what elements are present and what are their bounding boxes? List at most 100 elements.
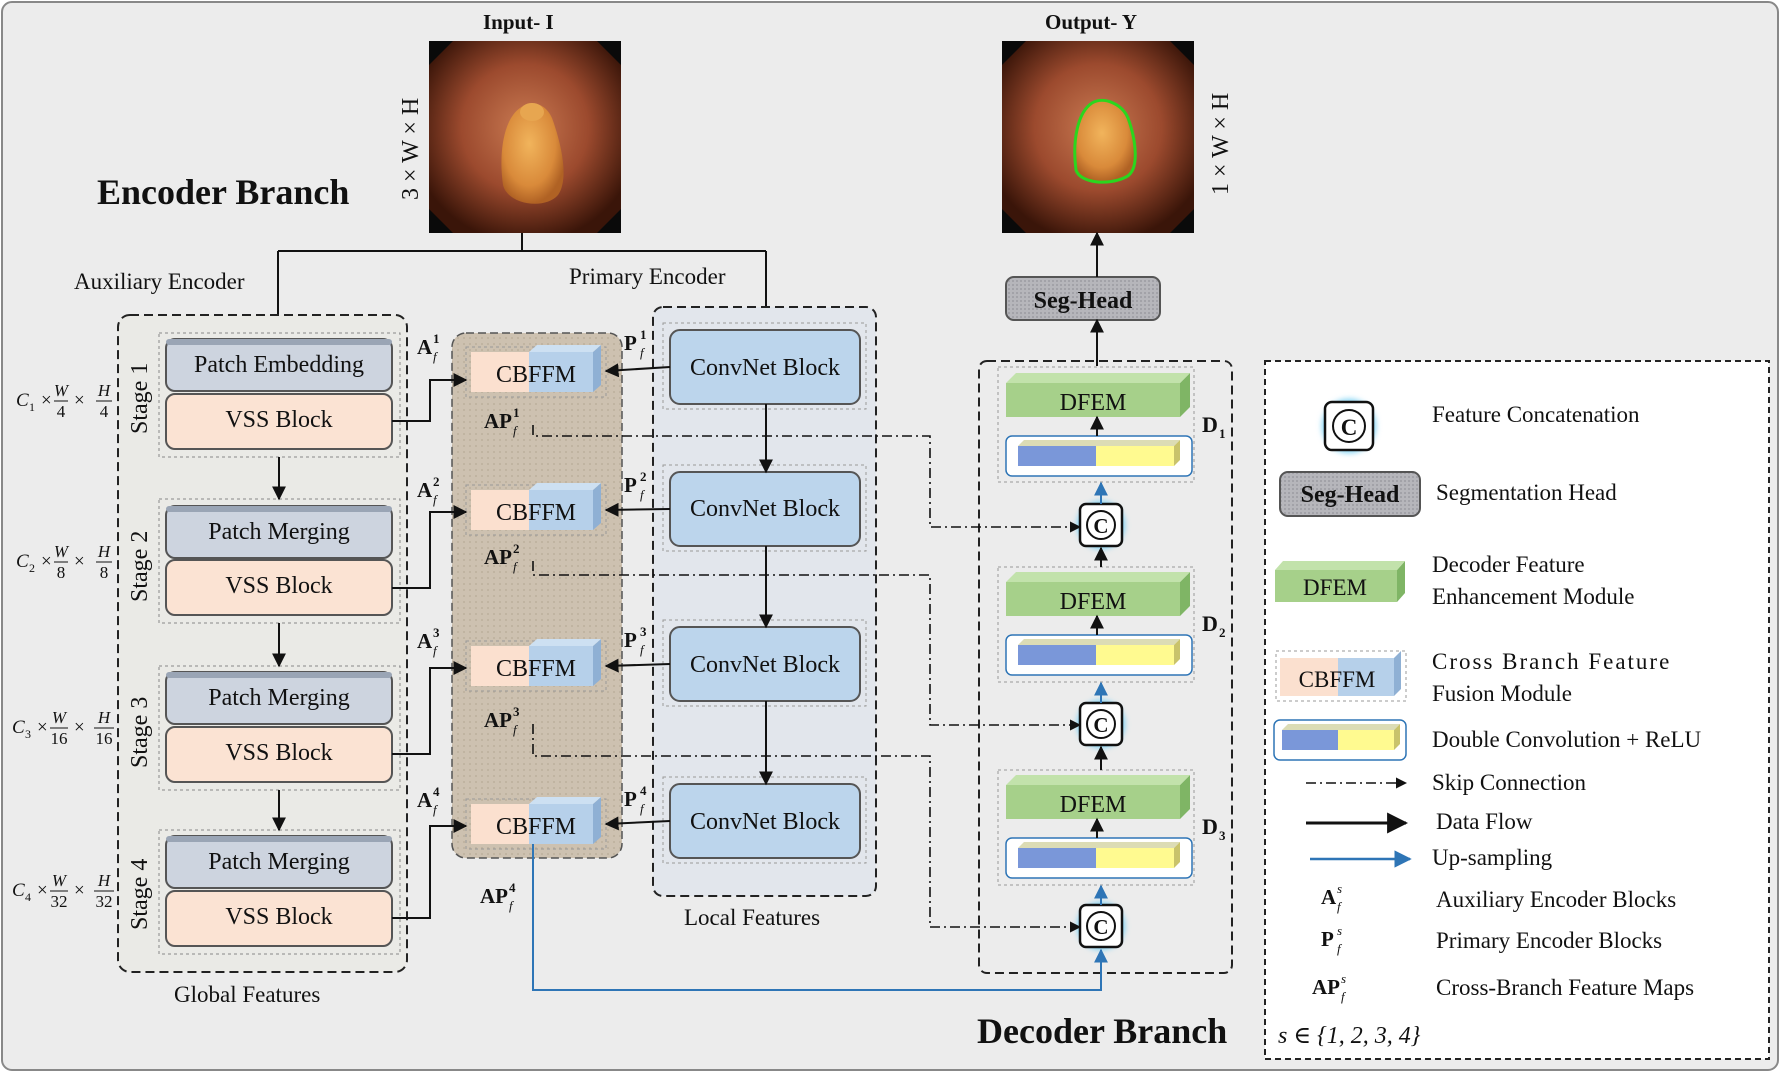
svg-text:C: C bbox=[1341, 415, 1358, 440]
segmentation-contour bbox=[1073, 98, 1137, 184]
svg-text:1: 1 bbox=[29, 400, 35, 414]
svg-text:A: A bbox=[417, 478, 433, 502]
convnet-block-1: ConvNet Block bbox=[662, 322, 867, 410]
svg-text:f: f bbox=[433, 349, 439, 364]
svg-text:8: 8 bbox=[57, 563, 66, 582]
output-image bbox=[1002, 41, 1194, 233]
svg-text:8: 8 bbox=[100, 563, 109, 582]
svg-text:H: H bbox=[97, 708, 112, 727]
svg-text:A: A bbox=[1321, 885, 1337, 909]
stage-3-label: Stage 3 bbox=[127, 697, 153, 768]
svg-text:32: 32 bbox=[96, 892, 113, 911]
convnet-block-2: ConvNet Block bbox=[662, 464, 867, 552]
legend-seg-head-label: Segmentation Head bbox=[1436, 480, 1617, 505]
svg-text:16: 16 bbox=[96, 729, 113, 748]
upsampling-path bbox=[532, 844, 1108, 991]
svg-text:C: C bbox=[12, 717, 25, 738]
svg-text:P: P bbox=[1321, 927, 1334, 951]
cbffm-2: CBFFM bbox=[465, 483, 607, 536]
stage-3-group: Patch Merging VSS Block Stage 3 bbox=[127, 665, 401, 791]
concat-icon: C bbox=[1077, 902, 1125, 950]
skip-connection-3 bbox=[532, 724, 1082, 933]
stage-1-label: Stage 1 bbox=[127, 363, 153, 434]
svg-text:DFEM: DFEM bbox=[1060, 589, 1127, 615]
svg-text:H: H bbox=[97, 871, 112, 890]
auxiliary-encoder-container bbox=[117, 314, 408, 973]
legend-cbffm-symbol: CBFFM bbox=[1275, 650, 1407, 702]
concat-icon: C bbox=[1077, 501, 1125, 549]
svg-text:f: f bbox=[433, 492, 439, 507]
svg-text:f: f bbox=[640, 487, 646, 502]
svg-text:AP: AP bbox=[1312, 975, 1340, 999]
stage-3-top-label: Patch Merging bbox=[208, 685, 350, 711]
svg-text:AP: AP bbox=[484, 545, 512, 569]
decoder-block-1: DFEM bbox=[997, 366, 1195, 483]
svg-text:×: × bbox=[74, 390, 85, 411]
svg-text:A: A bbox=[417, 788, 433, 812]
concat-icon: C bbox=[1077, 700, 1125, 748]
skip-connection-1 bbox=[532, 425, 1082, 533]
svg-text:C: C bbox=[16, 551, 29, 572]
skip-connection-2 bbox=[532, 561, 1082, 731]
svg-text:P: P bbox=[624, 787, 637, 811]
svg-text:2: 2 bbox=[640, 469, 647, 484]
stage-2-label: Stage 2 bbox=[127, 531, 153, 602]
primary-encoder-container bbox=[652, 306, 877, 897]
svg-text:4: 4 bbox=[25, 890, 31, 904]
svg-text:DFEM: DFEM bbox=[1060, 390, 1127, 416]
legend-concat-icon: C bbox=[1322, 399, 1376, 453]
stage-3-vss-label: VSS Block bbox=[225, 740, 332, 766]
legend-concat-label: Feature Concatenation bbox=[1432, 402, 1640, 427]
svg-text:C: C bbox=[1093, 713, 1108, 737]
stage-4-label: Stage 4 bbox=[127, 859, 153, 930]
svg-text:CBFFM: CBFFM bbox=[496, 500, 576, 526]
svg-text:3: 3 bbox=[513, 704, 520, 719]
svg-text:4: 4 bbox=[509, 880, 516, 895]
svg-text:W: W bbox=[54, 381, 70, 400]
svg-text:CBFFM: CBFFM bbox=[496, 656, 576, 682]
cbffm-1: CBFFM bbox=[465, 345, 607, 398]
legend-p-desc: Primary Encoder Blocks bbox=[1436, 928, 1662, 953]
legend-ap-symbol: AP s f bbox=[1312, 971, 1347, 1004]
svg-text:4: 4 bbox=[433, 784, 440, 799]
stage-4-vss-label: VSS Block bbox=[225, 904, 332, 930]
legend-a-desc: Auxiliary Encoder Blocks bbox=[1436, 887, 1676, 912]
legend-cbffm-line1: Cross Branch Feature bbox=[1432, 649, 1671, 674]
svg-text:×: × bbox=[37, 717, 48, 738]
stage-4-group: Patch Merging VSS Block Stage 4 bbox=[127, 829, 401, 955]
svg-text:1: 1 bbox=[1219, 426, 1226, 441]
svg-text:16: 16 bbox=[51, 729, 68, 748]
svg-text:f: f bbox=[513, 722, 519, 737]
auxiliary-encoder-label: Auxiliary Encoder bbox=[74, 269, 245, 294]
d-labels: D 1 D 2 D 3 bbox=[1202, 412, 1226, 843]
svg-text:ConvNet Block: ConvNet Block bbox=[690, 496, 840, 522]
svg-text:AP: AP bbox=[484, 708, 512, 732]
svg-text:f: f bbox=[640, 345, 646, 360]
legend-ap-desc: Cross-Branch Feature Maps bbox=[1436, 975, 1694, 1000]
dim-label-2: C 2 × W 8 × H 8 bbox=[16, 542, 112, 582]
svg-text:s: s bbox=[1341, 971, 1346, 986]
ap-labels: AP 1 f AP 2 f AP 3 f AP 4 f bbox=[480, 405, 520, 913]
svg-text:ConvNet Block: ConvNet Block bbox=[690, 355, 840, 381]
stage-1-top-label: Patch Embedding bbox=[194, 352, 364, 378]
svg-text:CBFFM: CBFFM bbox=[496, 362, 576, 388]
svg-text:×: × bbox=[37, 880, 48, 901]
p-labels: P 1 f P 2 f P 3 f P 4 f bbox=[624, 327, 647, 816]
input-dim: 3 × W × H bbox=[398, 98, 424, 200]
legend-double-conv-label: Double Convolution + ReLU bbox=[1432, 727, 1702, 752]
svg-text:f: f bbox=[640, 801, 646, 816]
svg-text:A: A bbox=[417, 335, 433, 359]
global-features-label: Global Features bbox=[174, 982, 320, 1007]
svg-text:D: D bbox=[1202, 412, 1218, 437]
decoder-container bbox=[978, 360, 1233, 974]
legend-s-set: s ∈ {1, 2, 3, 4} bbox=[1278, 1023, 1421, 1049]
svg-text:2: 2 bbox=[433, 474, 440, 489]
svg-text:2: 2 bbox=[513, 541, 520, 556]
svg-text:f: f bbox=[433, 802, 439, 817]
svg-text:3: 3 bbox=[1219, 828, 1226, 843]
legend-skip-label: Skip Connection bbox=[1432, 770, 1586, 795]
svg-text:ConvNet Block: ConvNet Block bbox=[690, 809, 840, 835]
svg-text:3: 3 bbox=[640, 624, 647, 639]
